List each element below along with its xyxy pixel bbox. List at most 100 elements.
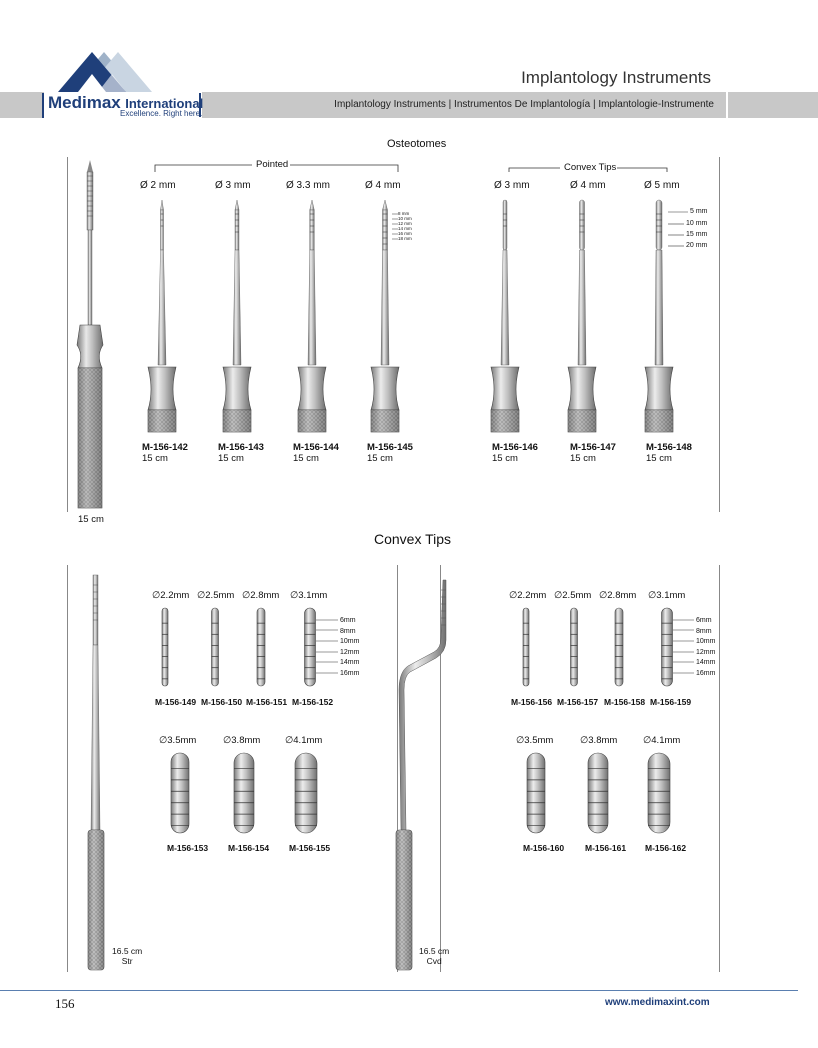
osteotome-drawings (76, 160, 104, 509)
product-code[interactable]: M-156-156 (511, 697, 553, 707)
depth-mark: 14mm (340, 659, 360, 666)
brand-tagline: Excellence. Right here. (120, 109, 203, 118)
length-type: Cvd (426, 955, 442, 966)
product-code: M-156-147 (570, 442, 616, 453)
convex-tip-straight-instrument (87, 574, 105, 971)
diameter-label: Ø 2 mm (140, 180, 176, 191)
convex-tip-head (211, 607, 219, 687)
convex-tip-head (233, 752, 255, 834)
product-code[interactable]: M-156-151 (246, 697, 288, 707)
product-code: M-156-142 (142, 442, 188, 453)
pointed-depth-marks: 8 mm 10 mm 12 mm 14 mm 16 mm 18 mm (398, 211, 412, 241)
osteotome-tip-drawings (147, 199, 688, 433)
convex-tip-head (170, 752, 190, 834)
product-code: M-156-144 (293, 442, 339, 453)
group-label-pointed: Pointed (256, 159, 289, 170)
diameter-label: ∅2.2mm (152, 590, 190, 601)
product-code[interactable]: M-156-149 (155, 697, 197, 707)
convex-tip-head (647, 752, 671, 834)
product-length: 15 cm (570, 453, 596, 464)
logo-box (44, 92, 202, 118)
product-code[interactable]: M-156-161 (585, 843, 627, 853)
product-code[interactable]: M-156-157 (557, 697, 599, 707)
osteotome-instrument (222, 199, 252, 433)
product-code[interactable]: M-156-153 (167, 843, 209, 853)
depth-mark: 6mm (696, 617, 712, 624)
depth-mark: 10 mm (686, 220, 708, 227)
diameter-label: Ø 3.3 mm (286, 180, 330, 191)
convex-tip-head (570, 607, 578, 687)
brand-sub: International (125, 96, 204, 111)
depth-mark: 10mm (340, 638, 360, 645)
convex-tip-head (161, 607, 169, 687)
diameter-label: ∅3.1mm (648, 590, 686, 601)
convex-tip-head (661, 607, 673, 687)
depth-mark: 8mm (696, 627, 712, 635)
depth-mark: 12mm (340, 648, 360, 656)
diameter-label: Ø 5 mm (644, 180, 680, 191)
osteotome-full-instrument (76, 160, 104, 509)
convex-tip-head (587, 752, 609, 834)
diameter-label: ∅2.5mm (554, 590, 592, 601)
convex-tip-drawings (87, 574, 694, 971)
depth-mark: 12mm (696, 648, 716, 656)
product-code: M-156-145 (367, 442, 413, 453)
box-line-mid2 (440, 565, 441, 972)
diameter-label: ∅4.1mm (285, 735, 323, 746)
depth-mark: 10 mm (398, 216, 412, 221)
diameter-label: ∅2.2mm (509, 590, 547, 601)
depth-mark: 20 mm (686, 242, 708, 249)
depth-mark: 16 mm (398, 231, 412, 236)
section-title-convex-tips: Convex Tips (374, 531, 452, 547)
product-code[interactable]: M-156-152 (292, 697, 334, 707)
product-code[interactable]: M-156-155 (289, 843, 331, 853)
convex-tip-head (256, 607, 266, 687)
convex-tip-head (522, 607, 530, 687)
diameter-label: ∅3.1mm (290, 590, 328, 601)
depth-mark: 16mm (696, 669, 716, 677)
length-label-curved: 16.5 cm Cvd (419, 946, 450, 967)
group-brackets (154, 164, 668, 172)
length-value: 16.5 cm (419, 946, 450, 956)
osteotome-instrument (490, 199, 520, 433)
product-code: M-156-146 (492, 442, 538, 453)
product-code[interactable]: M-156-159 (650, 697, 692, 707)
convex-tip-head (614, 607, 624, 687)
diameter-label: ∅2.8mm (599, 590, 637, 601)
diameter-label: ∅4.1mm (643, 735, 681, 746)
product-code: M-156-143 (218, 442, 264, 453)
convex-tip-head (526, 752, 546, 834)
diameter-label: ∅3.5mm (159, 735, 197, 746)
product-code[interactable]: M-156-158 (604, 697, 646, 707)
diameter-label: Ø 4 mm (570, 180, 606, 191)
box-line-right (719, 157, 720, 512)
diameter-label: Ø 3 mm (215, 180, 251, 191)
section-title-osteotomes: Osteotomes (387, 138, 447, 150)
product-code[interactable]: M-156-150 (201, 697, 243, 707)
footer-rule (0, 990, 798, 991)
product-code[interactable]: M-156-154 (228, 843, 270, 853)
length-type: Str (121, 955, 133, 966)
group-label-convex: Convex Tips (564, 162, 617, 173)
brand-name[interactable]: Medimax International (48, 93, 203, 113)
length-value: 16.5 cm (112, 946, 143, 956)
page-title: Implantology Instruments (521, 68, 711, 87)
osteotome-instrument (644, 199, 674, 433)
product-code[interactable]: M-156-160 (523, 843, 565, 853)
footer-url[interactable]: www.medimaxint.com (605, 997, 710, 1008)
product-code[interactable]: M-156-162 (645, 843, 687, 853)
header-band-divider (726, 92, 728, 118)
product-length: 15 cm (367, 453, 393, 464)
convex-tip-head (304, 607, 316, 687)
length-label-straight: 16.5 cm Str (112, 946, 143, 967)
diameter-label: ∅3.8mm (580, 735, 618, 746)
product-length: 15 cm (293, 453, 319, 464)
diameter-label: ∅2.5mm (197, 590, 235, 601)
